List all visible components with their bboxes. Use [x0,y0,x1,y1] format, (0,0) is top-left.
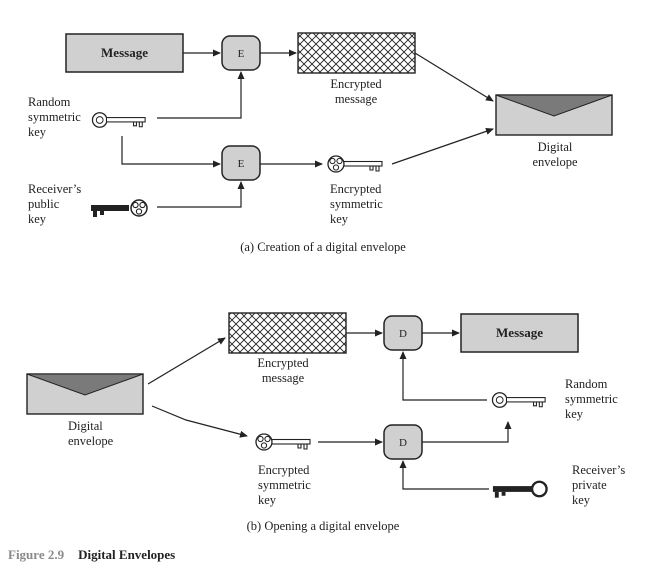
figure-caption: Figure 2.9 Digital Envelopes [8,546,175,563]
arrows-b [147,329,512,490]
encrypted-message-b-label-1: Encrypted [257,356,309,370]
encrypted-message-a-label-2: message [335,92,378,106]
encrypted-symmetric-key-icon [327,155,383,173]
encrypted-key-a-label-1: Encrypted [330,182,382,196]
encrypted-key-a-label-2: symmetric [330,197,383,211]
encrypted-message-box-b [228,312,347,354]
figure-number: Figure 2.9 [8,547,65,562]
receiver-private-key-icon [491,480,548,499]
message-box-b [460,313,579,353]
caption-a: (a) Creation of a digital envelope [240,240,406,254]
random-symmetric-key-icon [91,112,146,128]
part-a-creation: Message E Encrypted message Digital enve… [28,32,613,254]
receiver-public-key-icon [90,199,148,218]
random-key-b-label-1: Random [565,377,608,391]
message-box-a-label: Message [101,45,148,60]
random-key-a-label-1: Random [28,95,71,109]
public-key-label-3: key [28,212,47,226]
digital-envelope-b [26,373,144,415]
digital-envelope-b-label-2: envelope [68,434,114,448]
private-key-label-3: key [572,493,591,507]
encrypted-message-box-a [297,32,416,74]
random-key-a-label-2: symmetric [28,110,81,124]
digital-envelope-a [495,94,613,136]
random-symmetric-key-icon-b [491,392,546,408]
decrypt-op-1-label: D [399,328,407,340]
digital-envelope-a-label-1: Digital [538,140,573,154]
encrypt-op-2-label: E [238,158,245,170]
encrypted-key-b-label-2: symmetric [258,478,311,492]
caption-b: (b) Opening a digital envelope [247,519,400,533]
encrypt-op-2 [221,145,261,181]
random-key-a-label-3: key [28,125,47,139]
encrypt-op-1-label: E [238,48,245,60]
encrypted-message-a-label-1: Encrypted [330,77,382,91]
digital-envelope-b-label-1: Digital [68,419,103,433]
encrypted-symmetric-key-icon-b [255,433,311,451]
random-key-b-label-3: key [565,407,584,421]
random-key-b-label-2: symmetric [565,392,618,406]
encrypted-message-b-label-2: message [262,371,305,385]
private-key-label-1: Receiver’s [572,463,625,477]
decrypt-op-2-label: D [399,437,407,449]
private-key-label-2: private [572,478,607,492]
public-key-label-1: Receiver’s [28,182,81,196]
part-b-opening: Encrypted message D Message Digital enve… [26,312,625,533]
figure-title: Digital Envelopes [78,547,175,562]
public-key-label-2: public [28,197,60,211]
digital-envelope-a-label-2: envelope [532,155,578,169]
encrypted-key-b-label-1: Encrypted [258,463,310,477]
encrypted-key-a-label-3: key [330,212,349,226]
arrows-a [121,49,494,208]
message-box-b-label: Message [496,325,543,340]
encrypted-key-b-label-3: key [258,493,277,507]
message-box-a [65,33,184,73]
